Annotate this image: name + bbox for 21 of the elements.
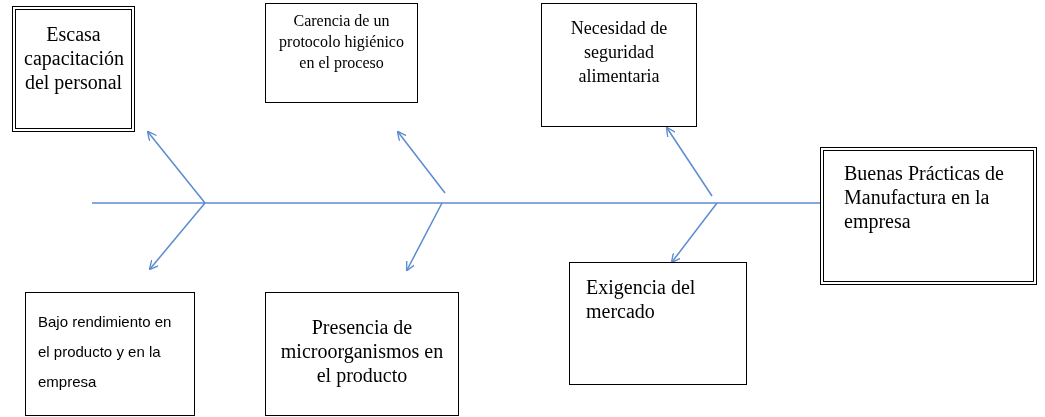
cause-box: [265, 3, 418, 103]
cause-box: [569, 262, 747, 385]
effect-box: [12, 6, 135, 132]
spine-line: [91, 202, 821, 204]
cause-text: Necesidad de seguridad alimentaria: [569, 17, 669, 88]
arrow: [405, 202, 443, 272]
cause-text: Bajo rendimiento en el producto y en la empresa: [38, 312, 173, 392]
cause-box: [25, 292, 195, 416]
arrow: [670, 202, 718, 264]
cause-box: [265, 292, 459, 416]
effect-text: Buenas Prácticas de Manufactura en la empresa: [844, 161, 1005, 233]
cause-text: Exigencia del mercado: [586, 275, 697, 323]
cause-text: Presencia de microorganismos en el producto: [279, 315, 445, 387]
arrow: [665, 126, 713, 197]
cause-text: Carencia de un protocolo higiénico en el proceso: [278, 11, 405, 73]
cause-box: [541, 3, 697, 127]
arrow: [396, 130, 446, 194]
arrow: [146, 130, 206, 204]
effect-text: Escasa capacitación del personal: [24, 22, 123, 94]
effect-box: [820, 147, 1037, 285]
arrow: [148, 202, 206, 271]
